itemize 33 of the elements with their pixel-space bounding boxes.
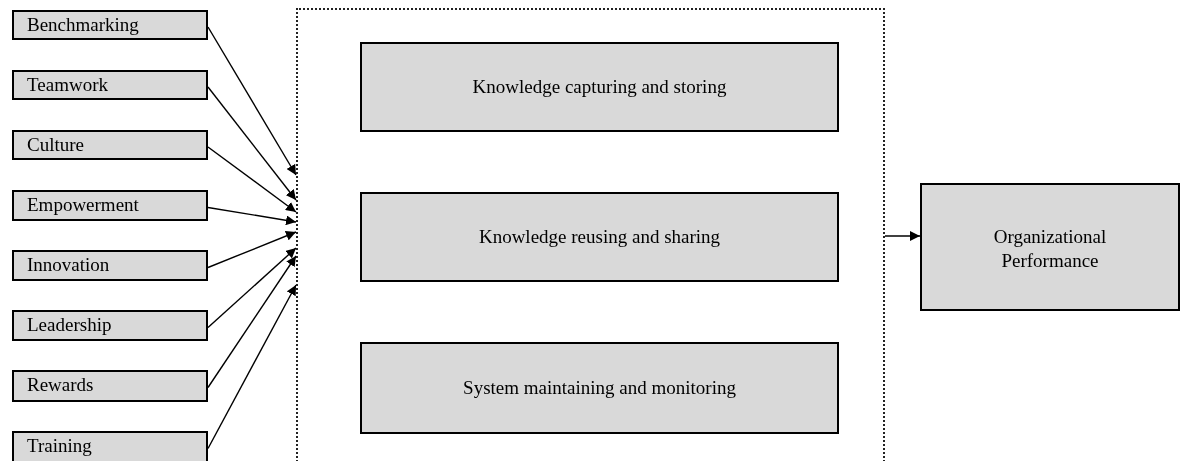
box-label: Leadership [27, 314, 112, 335]
dotted-group-box [296, 8, 885, 461]
arrow [207, 247, 297, 329]
process-box [920, 183, 1180, 311]
factor-box [12, 190, 208, 221]
arrow [207, 146, 297, 213]
arrow [207, 206, 297, 226]
arrow [884, 231, 921, 241]
process-box [360, 42, 839, 132]
box-label: Empowerment [27, 194, 139, 215]
factor-box [12, 130, 208, 160]
box-label: Organizational Performance [992, 225, 1108, 273]
box-label: Culture [27, 134, 84, 155]
box-label: Teamwork [27, 74, 108, 95]
arrow [207, 255, 297, 389]
box-label: System maintaining and monitoring [463, 376, 736, 400]
process-box [360, 192, 839, 282]
arrow [207, 26, 297, 176]
factor-box [12, 370, 208, 402]
box-label: Benchmarking [27, 14, 139, 35]
factor-box [12, 250, 208, 281]
box-label: Knowledge reusing and sharing [478, 225, 721, 249]
arrow [207, 231, 297, 269]
factor-box [12, 70, 208, 100]
factor-box [12, 431, 208, 461]
box-label: Rewards [27, 374, 94, 395]
box-label: Knowledge capturing and storing [472, 75, 727, 99]
process-box [360, 342, 839, 434]
arrow [207, 86, 297, 201]
factor-box [12, 10, 208, 40]
box-label: Innovation [27, 254, 110, 275]
factor-box [12, 310, 208, 341]
box-label: Training [27, 435, 92, 456]
